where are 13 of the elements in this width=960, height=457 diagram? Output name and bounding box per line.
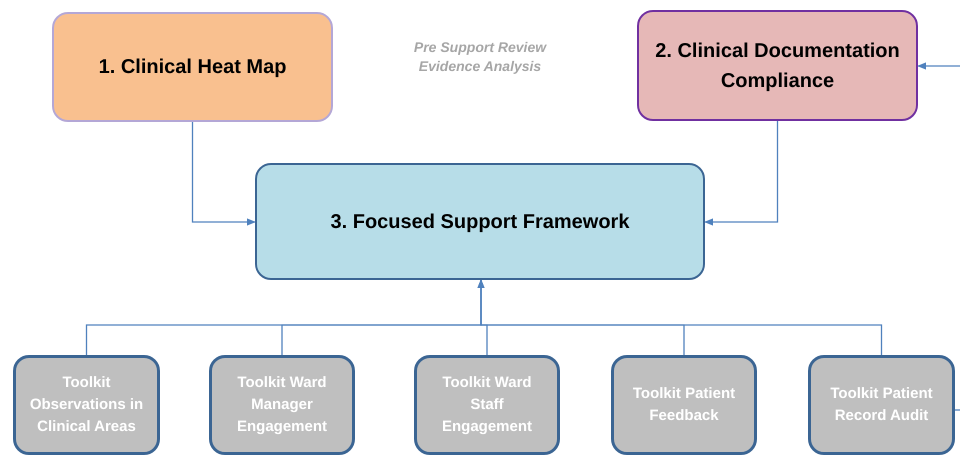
process-box: 1. Clinical Heat Map (52, 12, 333, 122)
toolkit-box: Toolkit Patient Record Audit (808, 355, 955, 455)
toolkit-box: Toolkit Observations in Clinical Areas (13, 355, 160, 455)
arrow (477, 279, 882, 355)
toolkit-box: Toolkit Ward Manager Engagement (209, 355, 355, 455)
arrow (917, 62, 960, 70)
framework-box: 3. Focused Support Framework (255, 163, 705, 280)
toolkit-box: Toolkit Patient Feedback (611, 355, 757, 455)
arrow (704, 121, 778, 226)
toolkit-box: Toolkit Ward Staff Engagement (414, 355, 560, 455)
annotation-text: Pre Support Review Evidence Analysis (412, 38, 548, 76)
process-box: 2. Clinical Documentation Compliance (637, 10, 918, 121)
arrow (192, 122, 256, 226)
